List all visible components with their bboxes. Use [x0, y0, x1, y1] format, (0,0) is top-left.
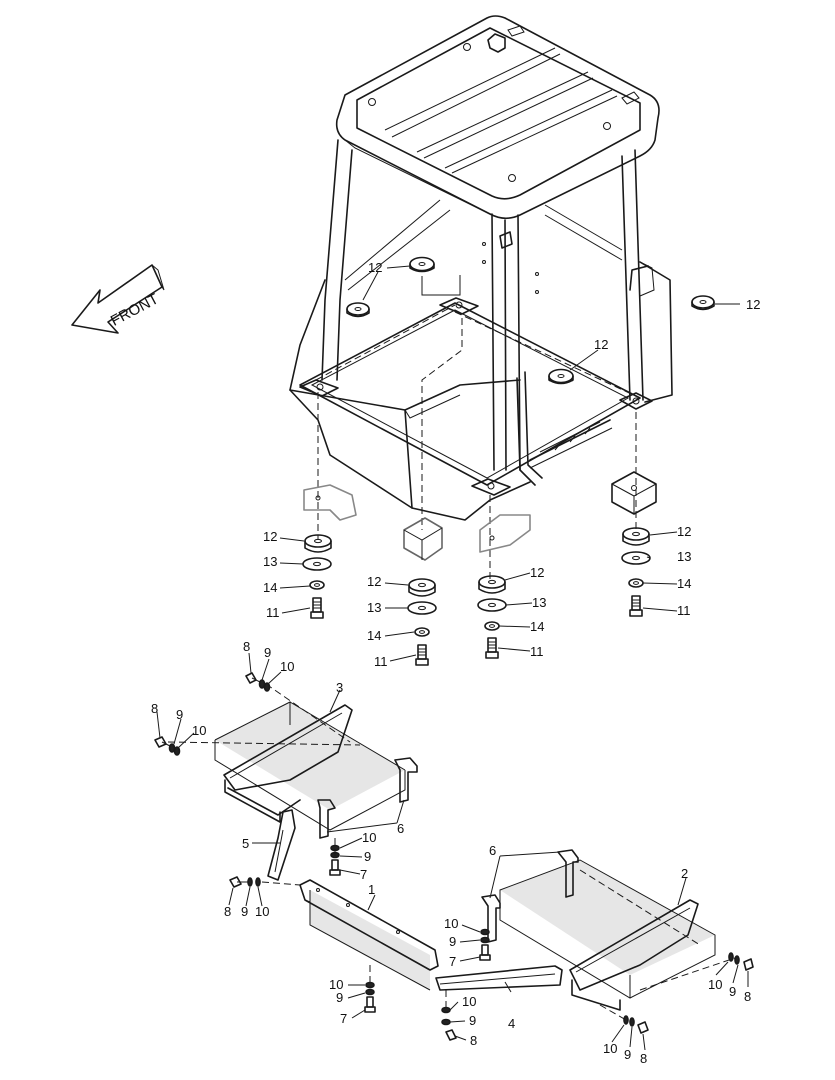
callout-8: 8 [470, 1033, 477, 1048]
callout-10: 10 [280, 659, 294, 674]
callout-9: 9 [176, 707, 183, 722]
callout-labels: 12 12 12 12 13 14 11 12 13 14 11 12 13 1… [151, 260, 760, 1066]
callout-9: 9 [241, 904, 248, 919]
callout-10: 10 [362, 830, 376, 845]
front-direction-arrow: FRONT [71, 264, 165, 334]
cab-tub [289, 261, 673, 521]
callout-1: 1 [368, 882, 375, 897]
callout-8: 8 [744, 989, 751, 1004]
callout-10: 10 [603, 1041, 617, 1056]
left-step-assembly [154, 672, 418, 881]
callout-13: 13 [367, 600, 381, 615]
callout-7: 7 [340, 1011, 347, 1026]
callout-8: 8 [151, 701, 158, 716]
callout-14: 14 [263, 580, 277, 595]
callout-12: 12 [594, 337, 608, 352]
isolator-stack-right [621, 527, 651, 617]
callout-9: 9 [624, 1047, 631, 1062]
cab-roof [335, 15, 660, 220]
callout-8: 8 [243, 639, 250, 654]
callout-11: 11 [374, 654, 388, 669]
isolator-stack-left [302, 534, 332, 619]
step-plate-1 [229, 876, 439, 1013]
callout-10: 10 [708, 977, 722, 992]
callout-12: 12 [367, 574, 381, 589]
right-step-assembly [435, 849, 754, 1041]
callout-10: 10 [255, 904, 269, 919]
callout-12: 12 [677, 524, 691, 539]
callout-8: 8 [224, 904, 231, 919]
callout-9: 9 [264, 645, 271, 660]
isolator-upper-right [691, 295, 715, 311]
callout-5: 5 [242, 836, 249, 851]
callout-11: 11 [266, 605, 280, 620]
callout-4: 4 [508, 1016, 515, 1031]
assembly-centerlines [315, 304, 641, 580]
callout-13: 13 [677, 549, 691, 564]
callout-11: 11 [530, 644, 544, 659]
leader-lines [156, 265, 749, 1051]
callout-12: 12 [746, 297, 760, 312]
callout-12: 12 [368, 260, 382, 275]
isolator-stack-center [407, 578, 437, 666]
callout-9: 9 [469, 1013, 476, 1028]
lower-mount-brackets [303, 471, 657, 561]
callout-12: 12 [263, 529, 277, 544]
callout-3: 3 [336, 680, 343, 695]
callout-12: 12 [530, 565, 544, 580]
callout-14: 14 [677, 576, 691, 591]
isolator-upper-mid [548, 368, 574, 385]
front-label: FRONT [108, 290, 162, 329]
callout-13: 13 [263, 554, 277, 569]
callout-10: 10 [444, 916, 458, 931]
callout-7: 7 [360, 867, 367, 882]
isolator-upper-center [409, 256, 435, 273]
callout-9: 9 [336, 990, 343, 1005]
cab-frame [321, 139, 644, 471]
callout-14: 14 [367, 628, 381, 643]
isolator-stack-mid [477, 575, 507, 659]
callout-9: 9 [449, 934, 456, 949]
callout-9: 9 [364, 849, 371, 864]
callout-10: 10 [462, 994, 476, 1009]
callout-2: 2 [681, 866, 688, 881]
callout-7: 7 [449, 954, 456, 969]
callout-6: 6 [489, 843, 496, 858]
isolator-upper-left [346, 302, 370, 318]
callout-10: 10 [192, 723, 206, 738]
callout-14: 14 [530, 619, 544, 634]
callout-9: 9 [729, 984, 736, 999]
upper-isolators [346, 256, 715, 385]
callout-6: 6 [397, 821, 404, 836]
callout-13: 13 [532, 595, 546, 610]
callout-8: 8 [640, 1051, 647, 1066]
callout-10: 10 [329, 977, 343, 992]
callout-11: 11 [677, 603, 691, 618]
